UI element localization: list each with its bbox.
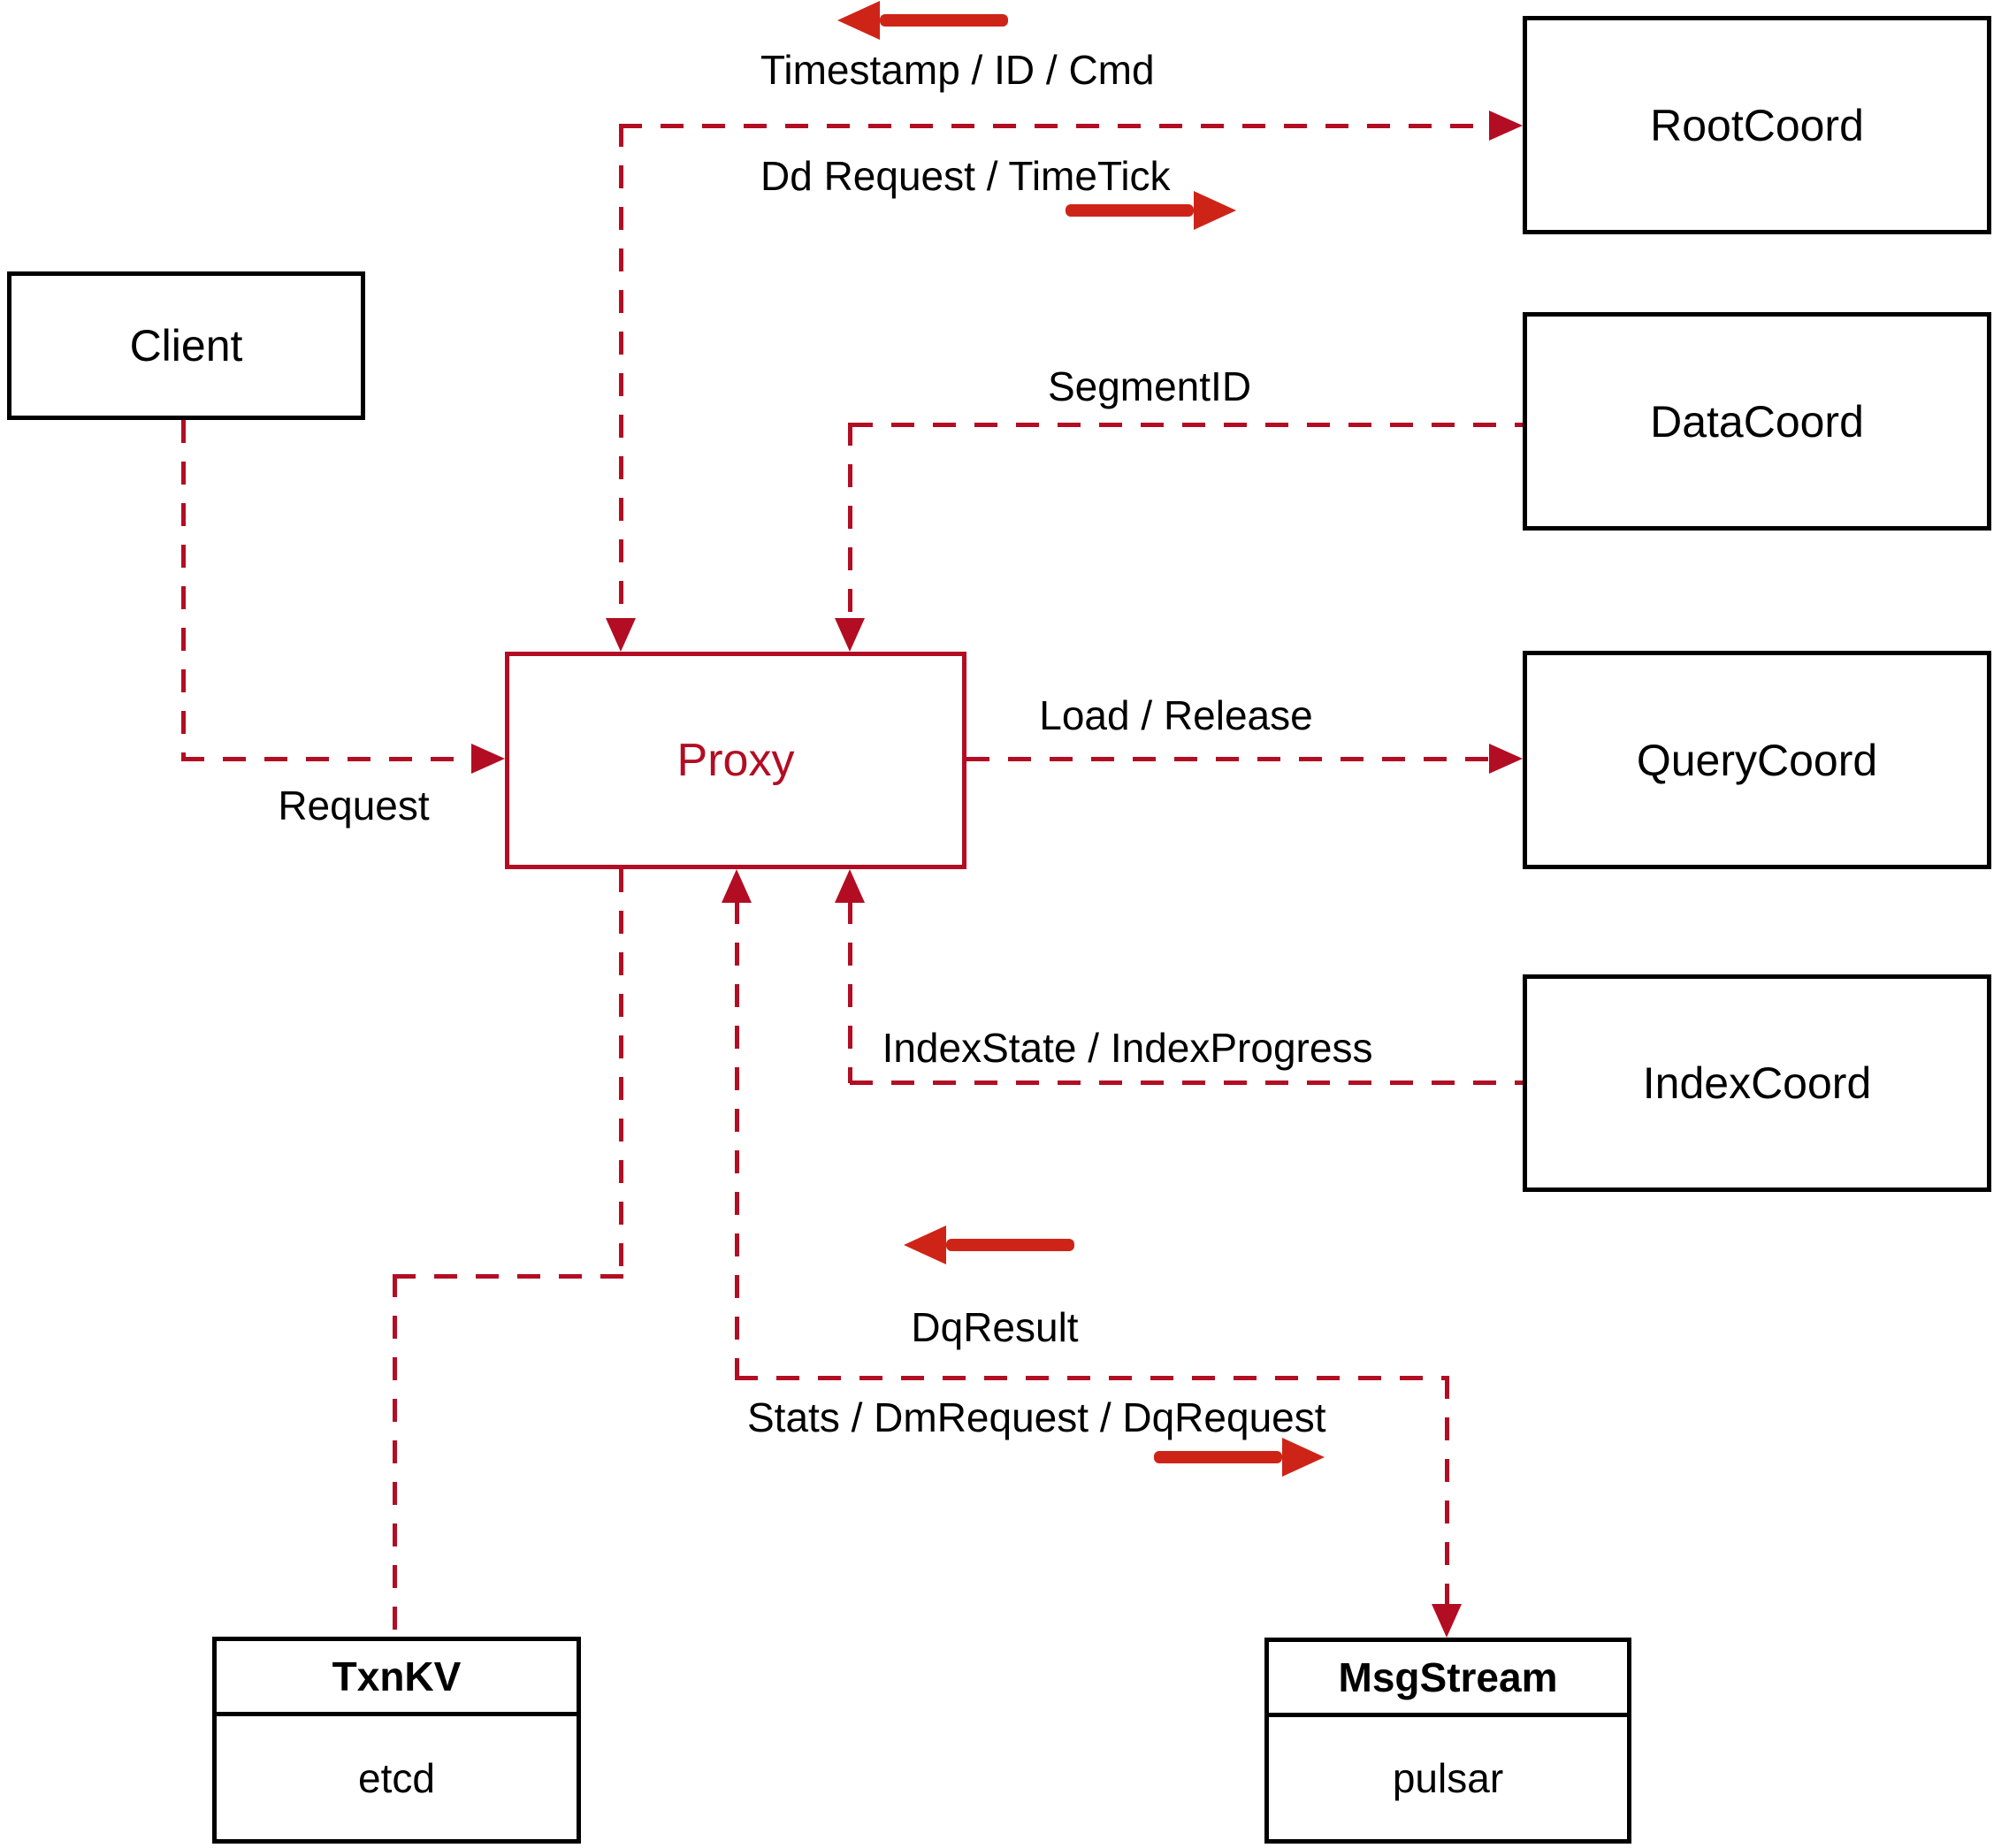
client-node: Client [7,271,365,420]
direction-arrow-right-stats-shaft [1154,1451,1282,1463]
arrowhead-into-proxy-top-right-icon [835,618,865,652]
edge-proxy-msgstream-vertical-right [1445,1376,1449,1606]
arrowhead-into-proxy-bottom-right-icon [835,869,865,903]
direction-arrow-left-rootcoord-shaft [880,14,1008,27]
edge-label-stats: Stats / DmRequest / DqRequest [747,1394,1326,1440]
direction-arrow-left-dqresult-icon [904,1226,1074,1264]
proxy-node: Proxy [505,652,966,869]
edge-label-segmentid: SegmentID [1047,363,1252,409]
edge-proxy-txnkv-horizontal [393,1274,623,1279]
querycoord-node-label: QueryCoord [1636,735,1878,785]
edge-indexcoord-proxy-horizontal [850,1081,1523,1085]
edge-proxy-rootcoord-vertical [619,124,623,620]
querycoord-node: QueryCoord [1523,651,1991,869]
rootcoord-node: RootCoord [1523,16,1991,234]
txnkv-node-title: TxnKV [217,1641,577,1716]
msgstream-node-title: MsgStream [1269,1642,1627,1717]
datacoord-node-label: DataCoord [1650,396,1864,447]
arrowhead-into-proxy-left-icon [471,744,505,774]
edge-label-index-state: IndexState / IndexProgress [882,1025,1373,1071]
direction-arrow-left-dqresult-head [904,1226,946,1264]
rootcoord-node-label: RootCoord [1650,100,1864,150]
txnkv-node: TxnKV etcd [212,1637,581,1844]
direction-arrow-right-rootcoord-shaft [1066,204,1194,217]
arrowhead-into-proxy-bottom-left-icon [722,869,752,903]
edge-proxy-msgstream-vertical-left [735,901,739,1378]
edge-label-timestamp: Timestamp / ID / Cmd [760,47,1155,93]
direction-arrow-left-rootcoord-icon [837,1,1008,40]
edge-label-load-release: Load / Release [1039,692,1313,738]
direction-arrow-right-stats-head [1282,1438,1325,1477]
arrowhead-into-querycoord-icon [1489,744,1523,774]
edge-indexcoord-proxy-vertical [848,901,852,1083]
msgstream-node-body: pulsar [1392,1755,1504,1801]
edge-proxy-txnkv-vertical-left [393,1274,397,1637]
edge-proxy-txnkv-vertical-right [619,869,623,1277]
datacoord-node: DataCoord [1523,312,1991,531]
arrowhead-into-msgstream-icon [1432,1604,1462,1638]
edge-proxy-rootcoord-horizontal [619,124,1517,128]
direction-arrow-right-stats-icon [1154,1438,1325,1477]
indexcoord-node: IndexCoord [1523,974,1991,1192]
txnkv-node-body: etcd [358,1754,435,1801]
edge-label-dq-result: DqResult [911,1304,1079,1350]
direction-arrow-left-dqresult-shaft [946,1239,1074,1251]
indexcoord-node-label: IndexCoord [1642,1058,1872,1108]
edge-label-request: Request [278,783,430,829]
direction-arrow-right-rootcoord-icon [1066,191,1236,230]
direction-arrow-left-rootcoord-head [837,1,880,40]
proxy-node-label: Proxy [676,735,795,786]
edge-datacoord-proxy-vertical [848,423,852,620]
client-node-label: Client [129,321,243,370]
arrowhead-into-proxy-top-left-icon [606,618,636,652]
msgstream-node: MsgStream pulsar [1264,1638,1631,1844]
edge-proxy-querycoord-horizontal [966,757,1491,761]
arrowhead-into-rootcoord-icon [1489,111,1523,141]
edge-datacoord-proxy-horizontal [850,423,1523,427]
edge-proxy-msgstream-horizontal [735,1376,1449,1380]
direction-arrow-right-rootcoord-head [1194,191,1236,230]
edge-client-proxy-vertical [181,420,186,759]
edge-label-dd-request: Dd Request / TimeTick [760,153,1171,199]
edge-client-proxy-horizontal [181,757,473,761]
